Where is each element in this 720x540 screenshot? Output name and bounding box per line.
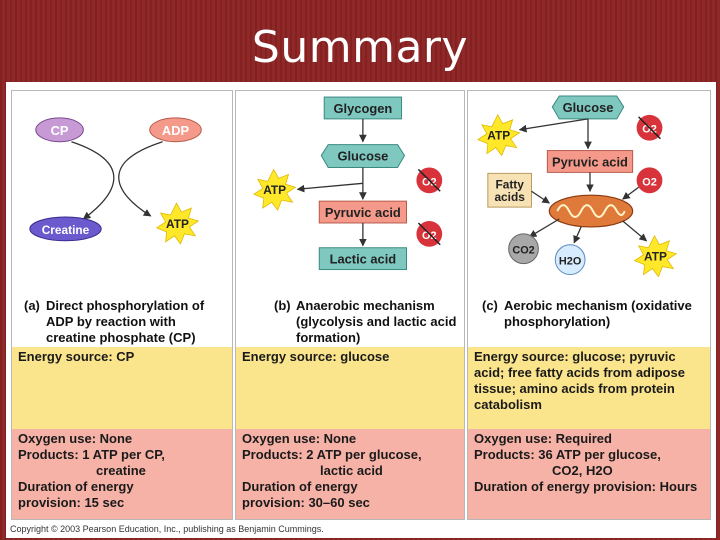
- lactic-acid-node: [318, 247, 407, 271]
- cp-label: CP: [51, 123, 69, 138]
- svg-text:O2: O2: [642, 124, 657, 136]
- panel-b-energy-source: Energy source: glucose: [236, 347, 464, 429]
- glucose-node: [551, 95, 625, 120]
- mito-to-co2-arrow: [528, 218, 560, 238]
- cp-node: [35, 117, 84, 143]
- figure: CP ADP Creatine ATP (a) Direct phosphory…: [6, 82, 716, 538]
- slide-title: Summary: [251, 22, 469, 73]
- atp-top-label: ATP: [487, 129, 510, 143]
- glucose-node: [320, 144, 406, 168]
- svg-text:CO2: CO2: [512, 245, 534, 257]
- creatine-node: [29, 216, 102, 242]
- atp-label: ATP: [166, 217, 189, 231]
- o2-icon: O2: [636, 114, 663, 141]
- glucose-to-atp-arrow: [518, 118, 589, 133]
- cp-to-creatine-arrow: [71, 141, 115, 220]
- pyruvic-acid-node: [546, 150, 634, 173]
- svg-text:O2: O2: [422, 176, 437, 188]
- adp-node: [149, 117, 202, 143]
- panel-direct-phosphorylation: CP ADP Creatine ATP (a) Direct phosphory…: [11, 90, 233, 520]
- creatine-label: Creatine: [42, 223, 90, 237]
- atp-bottom-label: ATP: [644, 250, 667, 264]
- glycogen-node: [323, 96, 403, 120]
- copyright-notice: Copyright © 2003 Pearson Education, Inc.…: [10, 524, 324, 534]
- glucose-to-atp-arrow: [296, 182, 363, 193]
- glycogen-label: Glycogen: [334, 101, 393, 116]
- svg-text:H2O: H2O: [559, 256, 582, 268]
- adp-label: ADP: [162, 123, 190, 138]
- panel-a-caption: (a) Direct phosphorylation of ADP by rea…: [24, 298, 205, 345]
- atp-label: ATP: [263, 183, 286, 197]
- panel-b-diagram: Glycogen Glucose ATP Pyruvic acid Lactic…: [252, 96, 443, 271]
- fatty-acids-node: [487, 172, 532, 208]
- panel-c-caption: (c) Aerobic mechanism (oxidative phospho…: [482, 298, 692, 329]
- mito-to-atp-arrow: [622, 220, 648, 242]
- adp-to-atp-arrow: [118, 141, 163, 217]
- atp-starburst: [252, 168, 297, 211]
- panel-anaerobic: Glycogen Glucose ATP Pyruvic acid Lactic…: [235, 90, 465, 520]
- h2o-node: H2O: [554, 244, 586, 276]
- panel-b-details: Oxygen use: None Products: 2 ATP per glu…: [236, 429, 464, 519]
- o2-blocked-icon: O2: [416, 167, 443, 194]
- panel-c-details: Oxygen use: Required Products: 36 ATP pe…: [468, 429, 710, 519]
- atp-starburst: [155, 202, 200, 245]
- o2-blocked-icon: O2: [416, 220, 443, 247]
- svg-text:O2: O2: [422, 230, 437, 242]
- pyruvic-acid-label: Pyruvic acid: [325, 205, 401, 220]
- panel-a-diagram: CP ADP Creatine ATP: [29, 117, 202, 245]
- co2-node: CO2: [508, 233, 539, 265]
- svg-text:O2: O2: [642, 176, 657, 188]
- mito-to-h2o-arrow: [573, 226, 582, 244]
- glucose-label: Glucose: [337, 149, 388, 164]
- mitochondrion-icon: [548, 194, 634, 228]
- pyruvic-acid-label: Pyruvic acid: [552, 154, 628, 169]
- o2-icon: O2: [636, 167, 663, 194]
- atp-starburst: [633, 235, 678, 278]
- panel-a-energy-source: Energy source: CP: [12, 347, 232, 429]
- o2-to-mito-arrow: [622, 186, 639, 200]
- glucose-label: Glucose: [563, 100, 614, 115]
- lactic-acid-label: Lactic acid: [330, 252, 397, 267]
- panel-a-details: Oxygen use: None Products: 1 ATP per CP,…: [12, 429, 232, 519]
- fatty-to-mito-arrow: [531, 190, 550, 204]
- panel-b-caption: (b) Anaerobic mechanism (glycolysis and …: [274, 298, 457, 345]
- atp-starburst: [477, 114, 521, 157]
- panel-c-energy-source: Energy source: glucose; pyruvic acid; fr…: [468, 347, 710, 429]
